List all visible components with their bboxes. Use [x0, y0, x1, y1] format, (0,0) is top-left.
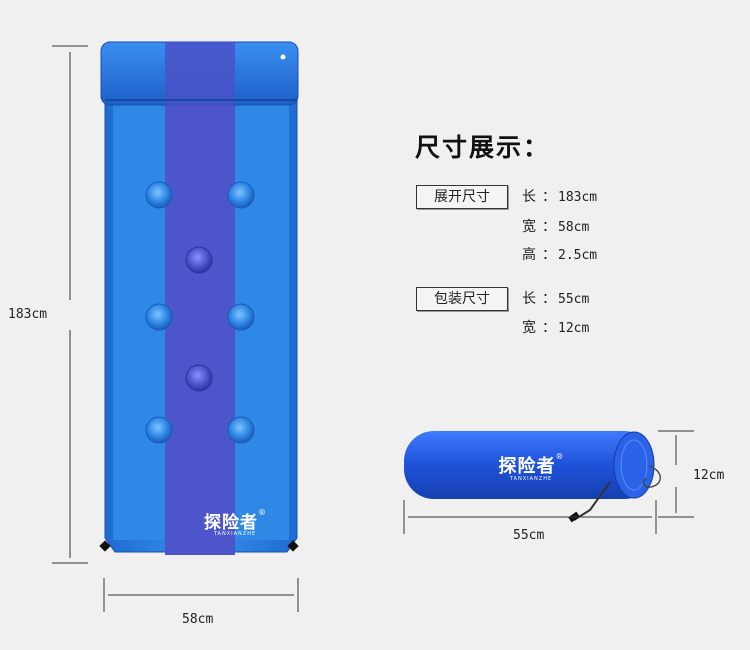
brand-mark: ® — [258, 508, 266, 517]
mat-body — [99, 41, 299, 555]
mat-width-dimension-line — [103, 578, 299, 612]
pillow-valve-icon — [280, 54, 286, 60]
unfolded-size-tag: 展开尺寸 — [416, 185, 508, 209]
spec-separator: ： — [542, 189, 556, 205]
packed-bag-illustration — [404, 431, 661, 523]
bag-length-dimension-line — [403, 500, 657, 534]
unfolded-height-row: 高 ：2.5cm — [522, 244, 597, 264]
mat-valves — [145, 181, 255, 444]
spec-value: 183cm — [558, 190, 598, 205]
spec-value: 12cm — [558, 321, 590, 336]
packed-size-tag: 包装尺寸 — [416, 287, 508, 311]
spec-label: 宽 — [522, 320, 536, 336]
spec-label: 长 — [522, 189, 536, 205]
mat-length-label: 183cm — [8, 307, 48, 322]
unfolded-length-row: 长 ：183cm — [522, 186, 597, 206]
spec-separator: ： — [542, 247, 556, 263]
spec-value: 58cm — [558, 220, 590, 235]
packed-length-row: 长 ：55cm — [522, 288, 589, 308]
mat-length-dimension-line — [52, 45, 88, 564]
bag-height-label: 12cm — [693, 468, 725, 483]
mat-width-label: 58cm — [182, 612, 214, 627]
brand-subtitle: TANXIANZHE — [509, 476, 553, 482]
unfolded-width-row: 宽 ：58cm — [522, 216, 589, 236]
bag-height-dimension-line — [658, 430, 694, 518]
brand-mark: ® — [555, 452, 564, 461]
spec-label: 宽 — [522, 219, 536, 235]
spec-value: 2.5cm — [558, 248, 598, 263]
size-display-heading: 尺寸展示： — [415, 133, 551, 162]
center-stripe — [165, 50, 235, 555]
brand-name: 探险者 — [498, 456, 556, 477]
spec-separator: ： — [542, 291, 556, 307]
spec-label: 高 — [522, 247, 536, 263]
bag-brand-logo: 探险者® TANXIANZHE — [488, 452, 574, 482]
mat-brand-logo: 探险者® TANXIANZHE — [195, 508, 275, 537]
grommet-icon — [287, 540, 299, 552]
brand-name: 探险者 — [204, 513, 258, 533]
packed-width-row: 宽 ：12cm — [522, 317, 589, 337]
spec-value: 55cm — [558, 292, 590, 307]
brand-subtitle: TANXIANZHE — [213, 531, 257, 537]
bag-length-label: 55cm — [513, 528, 545, 543]
spec-separator: ： — [542, 320, 556, 336]
spec-label: 长 — [522, 291, 536, 307]
spec-separator: ： — [542, 219, 556, 235]
